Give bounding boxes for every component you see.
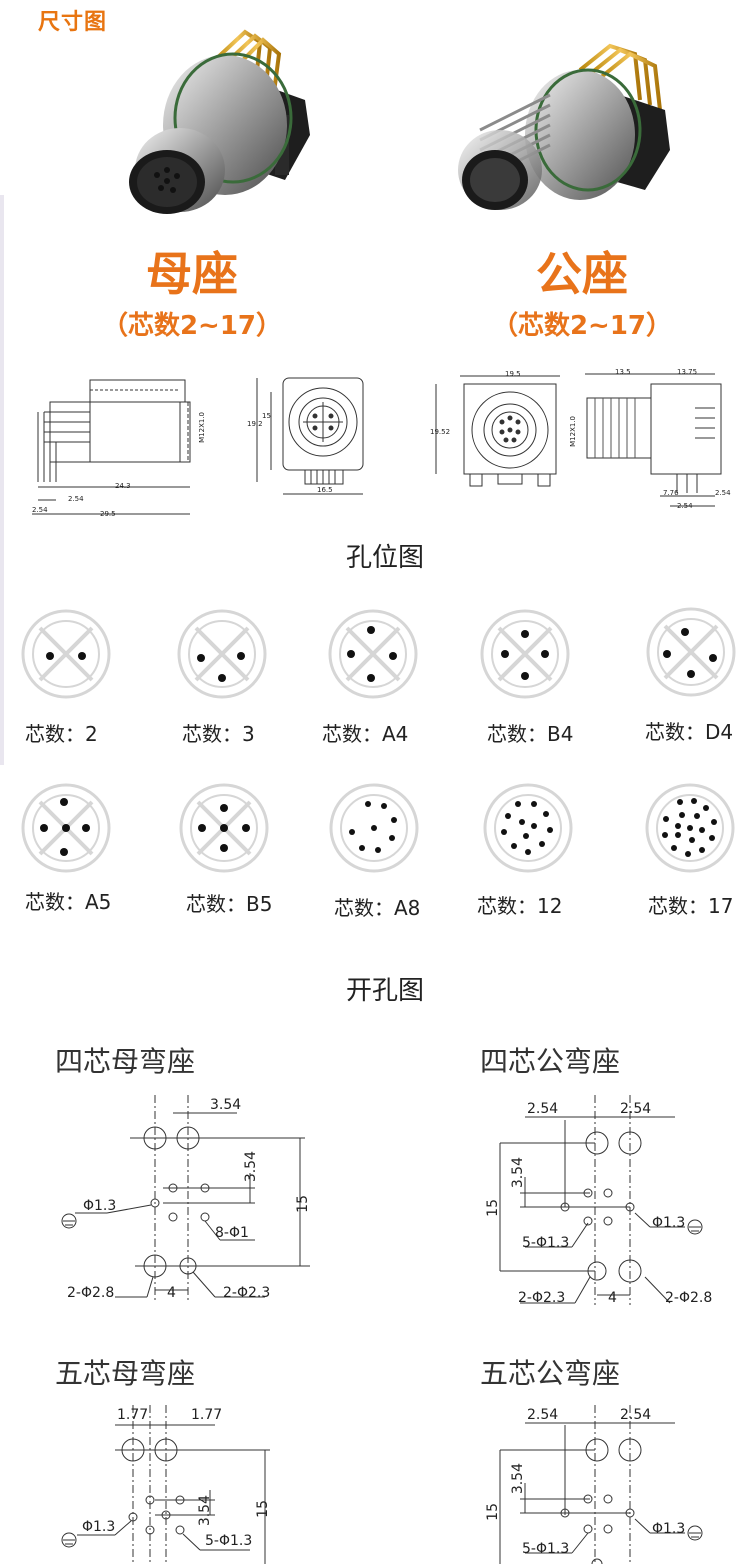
pin-layout-heading: 孔位图 [345, 543, 424, 573]
four-female-cutout-drawing: 3.54 3.54 15 Φ1.3 8-Φ1 2-Φ2.8 4 2-Φ2.3 [55, 1095, 330, 1315]
female-side-dim-2-54-b: 2.54 [32, 506, 48, 514]
four-male-holes: 5-Φ1.3 [522, 1235, 570, 1251]
male-title: 公座 [536, 247, 628, 301]
four-male-dim-top-left: 2.54 [527, 1101, 559, 1117]
four-female-title: 四芯母弯座 [55, 1045, 196, 1078]
male-side-dim-2-54-b: 2.54 [677, 502, 693, 510]
female-side-dim-24-3: 24.3 [115, 482, 131, 490]
female-front-drawing: 16.5 19.2 15 [245, 372, 375, 502]
female-connector-photo [105, 20, 345, 220]
male-side-dim-13-75: 13.75 [677, 368, 698, 376]
female-side-dim-2-54-a: 2.54 [68, 495, 84, 503]
pin-diagram-12 [482, 782, 574, 874]
four-male-big-left: 2-Φ2.3 [518, 1290, 566, 1306]
female-side-dim-29-5: 29.5 [100, 510, 116, 518]
five-female-title: 五芯母弯座 [55, 1357, 196, 1390]
section-label-dimensions: 尺寸图 [38, 10, 108, 35]
female-front-dim-19-2: 19.2 [247, 420, 263, 428]
four-male-pitch: 4 [608, 1290, 617, 1306]
four-female-big-right: 2-Φ2.3 [223, 1285, 271, 1301]
male-front-drawing: 19.5 19.52 [430, 370, 565, 495]
five-male-dim-side: 3.54 [510, 1463, 526, 1495]
four-female-dim-top: 3.54 [210, 1097, 242, 1113]
five-female-dim-height: 15 [255, 1500, 271, 1518]
pin-diagram-a8 [328, 782, 420, 874]
four-male-dim-top-right: 2.54 [620, 1101, 652, 1117]
five-male-title: 五芯公弯座 [480, 1357, 621, 1390]
five-female-ground: Φ1.3 [82, 1519, 116, 1535]
pin-diagram-b4 [479, 608, 571, 700]
four-male-cutout-drawing: 2.54 2.54 3.54 15 Φ1.3 5-Φ1.3 2-Φ2.3 4 2… [480, 1095, 730, 1320]
four-female-big-left: 2-Φ2.8 [67, 1285, 115, 1301]
five-male-dim-top-right: 2.54 [620, 1407, 652, 1423]
four-female-dim-side: 3.54 [243, 1151, 259, 1183]
female-side-drawing: 24.3 2.54 2.54 29.5 M12X1.0 [30, 372, 206, 522]
five-male-ground: Φ1.3 [652, 1521, 686, 1537]
male-connector-photo [440, 40, 700, 230]
pin-label-b5: 芯数：B5 [186, 892, 273, 916]
pin-label-3: 芯数：3 [182, 722, 255, 746]
female-subtitle: （芯数2~17） [101, 311, 283, 341]
five-male-dim-top-left: 2.54 [527, 1407, 559, 1423]
pin-diagram-a5 [20, 782, 112, 874]
pin-label-a8: 芯数：A8 [334, 896, 421, 920]
female-front-dim-16-5: 16.5 [317, 486, 333, 494]
pin-label-b4: 芯数：B4 [487, 722, 574, 746]
four-female-ground: Φ1.3 [83, 1198, 117, 1214]
pin-diagram-17 [644, 782, 736, 874]
male-front-dim-19-52: 19.52 [430, 428, 451, 436]
five-female-cutout-drawing: 1.77 1.77 3.54 15 Φ1.3 5-Φ1.3 [55, 1405, 285, 1564]
male-subtitle: （芯数2~17） [491, 311, 673, 341]
male-side-drawing: 13.5 13.75 7.76 2.54 2.54 M12X1.0 [565, 368, 735, 513]
pin-diagram-a4 [327, 608, 419, 700]
female-side-thread: M12X1.0 [198, 412, 206, 443]
pin-diagram-b5 [178, 782, 270, 874]
pin-diagram-2 [20, 608, 112, 700]
pin-label-d4: 芯数：D4 [645, 720, 734, 744]
five-female-holes: 5-Φ1.3 [205, 1533, 253, 1549]
pin-diagram-d4 [645, 606, 737, 698]
four-female-dim-height: 15 [295, 1195, 311, 1213]
four-male-ground: Φ1.3 [652, 1215, 686, 1231]
cutout-heading: 开孔图 [345, 976, 424, 1006]
four-male-big-right: 2-Φ2.8 [665, 1290, 713, 1306]
pin-diagram-3 [176, 608, 268, 700]
four-male-dim-side: 3.54 [510, 1157, 526, 1189]
five-female-dim-top-left: 1.77 [117, 1407, 149, 1423]
pin-label-2: 芯数：2 [25, 722, 98, 746]
five-female-dim-side: 3.54 [197, 1495, 213, 1527]
pin-label-12: 芯数：12 [477, 894, 563, 918]
pin-label-a4: 芯数：A4 [322, 722, 409, 746]
left-edge-bar [0, 195, 4, 765]
five-male-cutout-drawing: 2.54 2.54 3.54 15 Φ1.3 5-Φ1.3 [480, 1405, 730, 1568]
four-female-holes: 8-Φ1 [215, 1225, 249, 1241]
five-female-dim-top-right: 1.77 [191, 1407, 223, 1423]
male-side-dim-7-76: 7.76 [663, 489, 679, 497]
four-male-title: 四芯公弯座 [480, 1045, 621, 1078]
male-side-thread: M12X1.0 [569, 416, 577, 447]
five-male-holes: 5-Φ1.3 [522, 1541, 570, 1557]
male-side-dim-2-54-a: 2.54 [715, 489, 731, 497]
pin-label-a5: 芯数：A5 [25, 890, 112, 914]
pin-label-17: 芯数：17 [648, 894, 734, 918]
female-title: 母座 [146, 247, 238, 301]
female-front-dim-15: 15 [262, 412, 271, 420]
four-female-pitch: 4 [167, 1285, 176, 1301]
male-front-dim-19-5: 19.5 [505, 370, 521, 378]
male-side-dim-13-5: 13.5 [615, 368, 631, 376]
five-male-dim-height: 15 [485, 1503, 501, 1521]
four-male-dim-height: 15 [485, 1199, 501, 1217]
